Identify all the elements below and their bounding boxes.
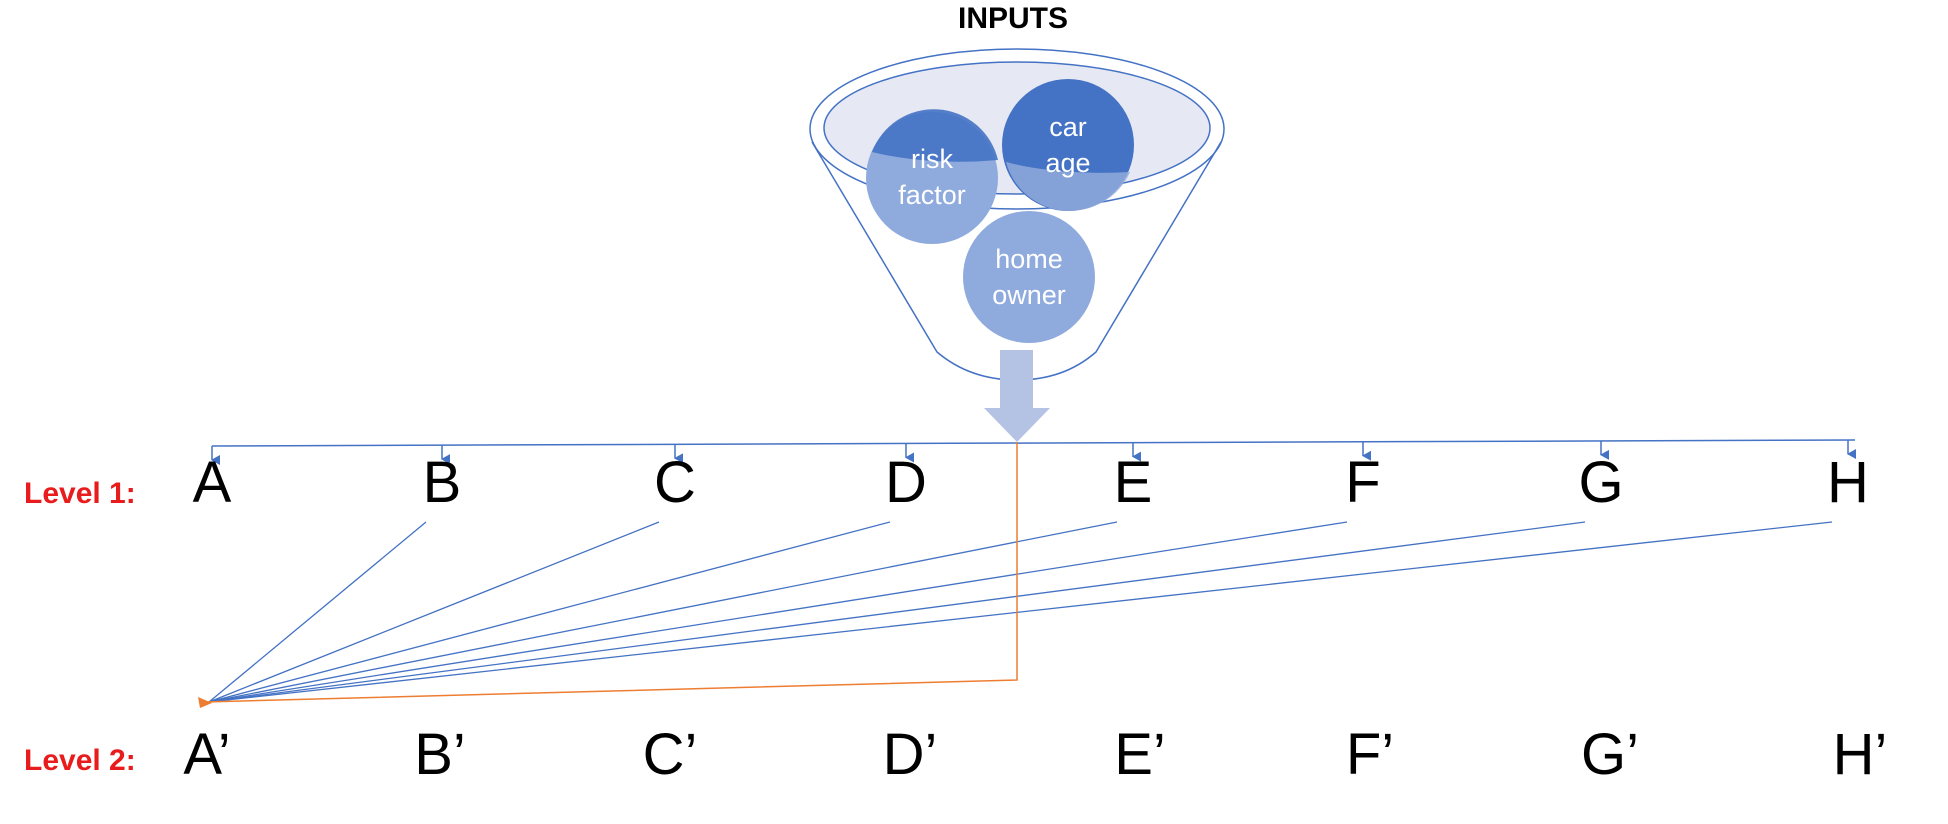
a-prime-arrowhead	[198, 697, 212, 708]
level1-node-a: A	[193, 450, 232, 515]
input-label-factor: factor	[898, 180, 966, 210]
level2-nodes: A’ B’ C’ D’ E’ F’ G’ H’	[183, 722, 1887, 787]
level1-node-h: H	[1827, 450, 1869, 515]
connector-d-to-a-prime	[208, 521, 891, 703]
connector-g-to-a-prime	[208, 521, 1586, 703]
level1-node-f: F	[1345, 450, 1380, 515]
level1-node-b: B	[423, 450, 462, 515]
level1-to-level2-connectors	[208, 521, 1833, 703]
input-label-risk: risk	[911, 144, 953, 174]
connector-h-to-a-prime	[208, 521, 1833, 703]
input-label-home: home	[995, 244, 1063, 274]
input-funnel: risk factor car age home owner	[809, 48, 1225, 381]
level1-node-c: C	[654, 450, 696, 515]
level2-node-f-prime: F’	[1346, 722, 1394, 787]
connector-e-to-a-prime	[208, 521, 1118, 703]
connector-f-to-a-prime	[208, 521, 1348, 703]
level2-node-d-prime: D’	[883, 722, 938, 787]
input-bubble-home-owner	[963, 211, 1095, 343]
diagram-title: INPUTS	[958, 2, 1068, 35]
level1-label: Level 1:	[24, 477, 136, 510]
level2-node-c-prime: C’	[643, 722, 698, 787]
level2-node-a-prime: A’	[183, 722, 230, 787]
funnel-rim-outer	[809, 48, 1225, 210]
bubble-lower-shade	[1006, 162, 1130, 212]
bubble-overlap-shade	[872, 109, 998, 162]
level1-drop-arrows	[211, 440, 1856, 465]
funnel-output-arrow	[984, 350, 1050, 442]
input-to-a-prime-connector	[204, 442, 1018, 703]
level2-node-h-prime: H’	[1833, 722, 1888, 787]
level1-node-g: G	[1578, 450, 1623, 515]
connector-b-to-a-prime	[208, 521, 427, 703]
level2-node-g-prime: G’	[1581, 722, 1639, 787]
input-label-owner: owner	[992, 280, 1066, 310]
level2-node-e-prime: E’	[1114, 722, 1166, 787]
input-label-age: age	[1045, 148, 1090, 178]
level1-node-e: E	[1114, 450, 1153, 515]
level1-nodes: A B C D E F G H	[193, 450, 1869, 515]
distribution-line	[211, 439, 1856, 447]
connector-c-to-a-prime	[208, 521, 660, 703]
input-label-car: car	[1049, 112, 1087, 142]
level2-node-b-prime: B’	[414, 722, 466, 787]
level1-node-d: D	[885, 450, 927, 515]
level2-label: Level 2:	[24, 744, 136, 777]
